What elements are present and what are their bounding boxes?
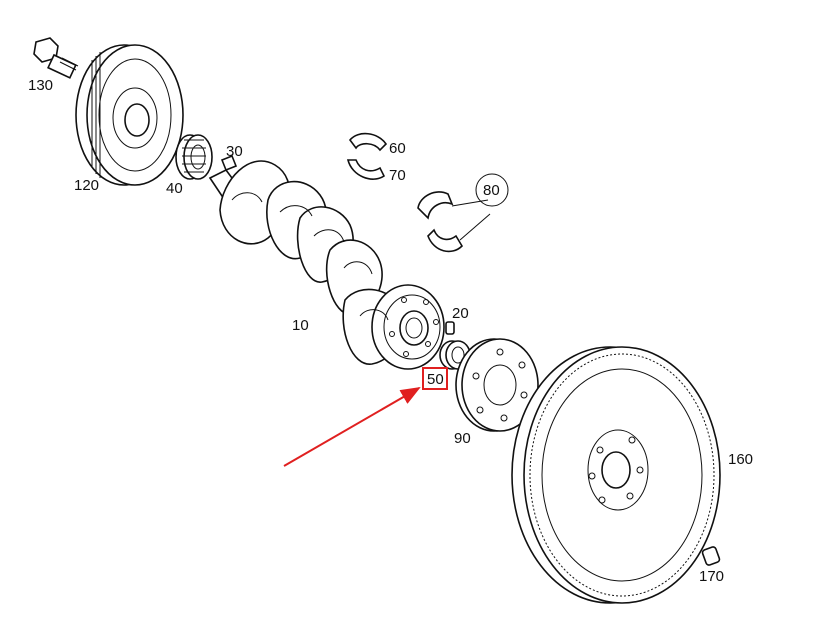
label-10[interactable]: 10: [292, 317, 309, 334]
key-part-30[interactable]: [220, 154, 238, 172]
thrust-washer-part-80[interactable]: [417, 173, 509, 253]
label-90[interactable]: 90: [454, 430, 471, 447]
pulley-part-120[interactable]: [75, 44, 184, 186]
label-30[interactable]: 30: [226, 143, 243, 160]
label-130[interactable]: 130: [28, 77, 53, 94]
bolt-part-130[interactable]: [33, 37, 79, 79]
label-160[interactable]: 160: [728, 451, 753, 468]
highlight-box: [422, 367, 448, 390]
label-120[interactable]: 120: [74, 177, 99, 194]
label-20[interactable]: 20: [452, 305, 469, 322]
crankshaft-part-10[interactable]: [208, 160, 445, 370]
label-40[interactable]: 40: [166, 180, 183, 197]
label-50[interactable]: 50: [427, 371, 444, 388]
flywheel-part-160[interactable]: [511, 346, 721, 604]
plate-part-90[interactable]: [455, 338, 539, 432]
pin-part-20[interactable]: [445, 321, 455, 335]
label-70[interactable]: 70: [389, 167, 406, 184]
gear-part-40[interactable]: [175, 134, 213, 180]
bearing-shell-part-60-70[interactable]: [346, 132, 388, 180]
label-60[interactable]: 60: [389, 140, 406, 157]
label-170[interactable]: 170: [699, 568, 724, 585]
label-80[interactable]: 80: [483, 182, 500, 199]
highlight-arrow: [283, 386, 421, 467]
bolt-part-170[interactable]: [701, 546, 721, 566]
